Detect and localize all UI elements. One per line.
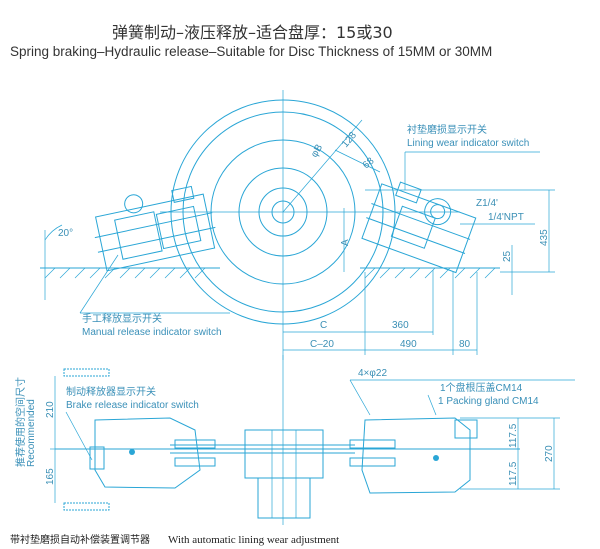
holes-label: 4×φ22: [358, 368, 387, 379]
title-zh: 弹簧制动–液压释放–适合盘厚：15或30: [112, 23, 393, 42]
port-npt-label: 1/4'NPT: [488, 212, 524, 223]
dim-165: 165: [45, 468, 56, 485]
angle-label: 20°: [58, 228, 73, 239]
manual-release-label-zh: 手工释放显示开关: [82, 312, 162, 325]
port-z-label: Z1/4': [476, 198, 498, 209]
dim-c: C: [320, 320, 327, 331]
dim-360: 360: [392, 320, 409, 331]
title-en: Spring braking–Hydraulic release–Suitabl…: [10, 44, 492, 59]
dim-210: 210: [45, 401, 56, 418]
brake-release-label-zh: 制动释放器显示开关: [66, 385, 156, 398]
packing-gland-label-en: 1 Packing gland CM14: [438, 396, 539, 407]
manual-release-label-en: Manual release indicator switch: [82, 327, 222, 338]
bottom-left-caliper: [89, 417, 216, 489]
dim-128: 128: [340, 130, 359, 150]
dim-270: 270: [544, 445, 555, 462]
recommended-label-en: Recommended: [26, 399, 37, 467]
brake-release-label-en: Brake release indicator switch: [66, 400, 199, 411]
packing-gland-label-zh: 1个盘根压盖CM14: [440, 381, 523, 394]
right-caliper: [361, 181, 477, 274]
dim-117-5-bottom: 117.5: [508, 461, 519, 486]
recommended-label-zh: 推荐使用的空间尺寸: [14, 377, 27, 467]
ground: [40, 267, 500, 279]
hub: [244, 429, 324, 519]
dim-a: A: [340, 239, 351, 246]
caption-zh: 带衬垫磨损自动补偿装置调节器: [10, 533, 150, 546]
dim-80: 80: [459, 339, 471, 350]
dim-490: 490: [400, 339, 417, 350]
lining-wear-label-en: Lining wear indicator switch: [407, 138, 529, 149]
left-caliper: [94, 185, 216, 272]
dim-435: 435: [539, 229, 550, 246]
dim-phi-b: φB: [309, 142, 325, 159]
lining-wear-label-zh: 衬垫磨损显示开关: [407, 123, 487, 136]
brake-disc: [160, 90, 460, 360]
caption-en: With automatic lining wear adjustment: [168, 534, 339, 546]
dim-25: 25: [502, 250, 513, 262]
bottom-right-caliper: [349, 417, 478, 494]
dim-117-5-top: 117.5: [508, 423, 519, 448]
dim-c-20: C–20: [310, 339, 334, 350]
